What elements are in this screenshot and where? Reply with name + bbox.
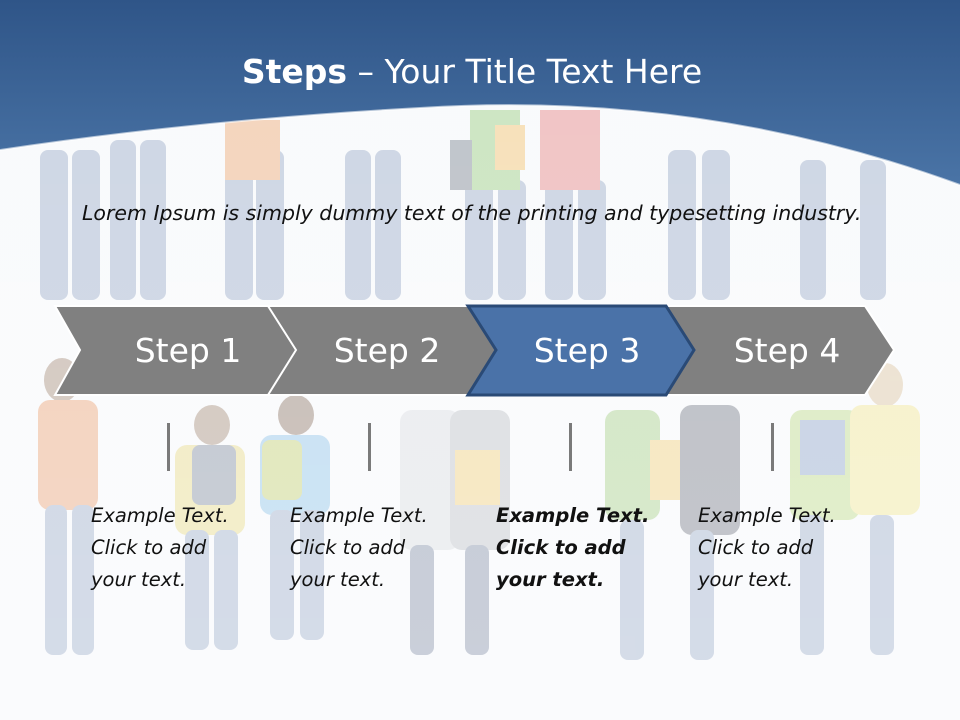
header-band	[0, 0, 960, 186]
step-4-divider	[771, 423, 774, 471]
step-2-divider	[368, 423, 371, 471]
step-3-line-3: your text.	[496, 568, 605, 591]
step-3-chevron: Step 3	[465, 304, 696, 397]
step-1-line-3: your text.	[91, 568, 187, 591]
step-1-chevron: Step 1	[53, 305, 304, 396]
step-2-line-3: your text.	[290, 568, 386, 591]
title-bold: Steps	[241, 52, 348, 91]
step-1-line-1: Example Text.	[91, 504, 229, 527]
step-2-label: Step 2	[334, 331, 441, 370]
step-4-line-2: Click to add	[698, 536, 814, 559]
step-2-line-1: Example Text.	[290, 504, 428, 527]
title-text: – Your Title Text Here	[347, 52, 703, 91]
step-3-line-2: Click to add	[496, 536, 626, 559]
step-1-label: Step 1	[135, 331, 242, 370]
step-2-text[interactable]: Example Text. Click to add your text.	[290, 500, 480, 596]
step-4-chevron: Step 4	[663, 305, 896, 396]
intro-paragraph: Lorem Ipsum is simply dummy text of the …	[82, 201, 862, 225]
step-3-text[interactable]: Example Text. Click to add your text.	[496, 500, 686, 596]
step-4-line-3: your text.	[698, 568, 794, 591]
step-chevrons: Step 1 Step 2 Step 4 Step 3	[53, 304, 896, 397]
step-2-line-2: Click to add	[290, 536, 406, 559]
step-3-line-1: Example Text.	[496, 504, 650, 527]
step-1-line-2: Click to add	[91, 536, 207, 559]
step-3-label: Step 3	[534, 331, 641, 370]
step-4-label: Step 4	[734, 331, 841, 370]
step-4-text[interactable]: Example Text. Click to add your text.	[698, 500, 888, 596]
step-1-divider	[167, 423, 170, 471]
step-1-text[interactable]: Example Text. Click to add your text.	[91, 500, 281, 596]
slide-title: Steps – Your Title Text Here	[0, 52, 944, 91]
step-3-divider	[569, 423, 572, 471]
step-2-chevron: Step 2	[266, 305, 502, 396]
step-4-line-1: Example Text.	[698, 504, 836, 527]
